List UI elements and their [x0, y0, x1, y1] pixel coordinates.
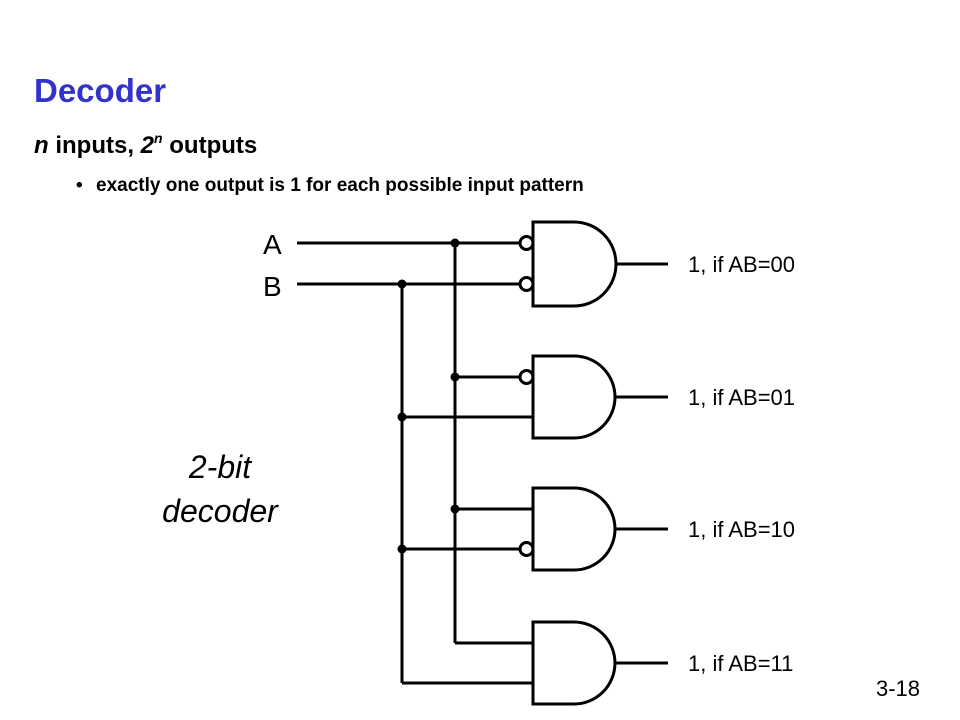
junction-dot-icon: [397, 544, 407, 554]
output-label-11: 1, if AB=11: [688, 651, 793, 676]
inverter-bubble-icon: [518, 235, 535, 251]
junction-dot-icon: [397, 279, 407, 289]
decoder-label-line-1: 2-bit: [188, 449, 252, 485]
subtitle-text-2: outputs: [162, 132, 258, 159]
subtitle-two: 2: [140, 132, 155, 159]
subtitle-n: n: [34, 132, 49, 159]
output-label-01: 1, if AB=01: [688, 385, 795, 410]
and-gate-2: [531, 354, 617, 440]
junction-dot-icon: [450, 504, 460, 514]
slide-title: Decoder: [34, 72, 167, 109]
output-label-10: 1, if AB=10: [688, 517, 795, 542]
bullet-text: exactly one output is 1 for each possibl…: [96, 175, 584, 196]
inverter-bubble-icon: [518, 369, 535, 385]
junction-dot-icon: [397, 412, 407, 422]
and-gate-3: [531, 486, 617, 572]
and-gate-1: [531, 220, 618, 308]
bullet-dot-icon: •: [76, 175, 83, 196]
decoder-label: 2-bit decoder: [140, 445, 300, 533]
page-number: 3-18: [875, 676, 920, 701]
bullet-item: • exactly one output is 1 for each possib…: [76, 175, 584, 197]
subtitle-superscript: n: [154, 130, 163, 146]
inverter-bubble-icon: [518, 276, 535, 292]
input-b-label: B: [263, 271, 282, 302]
and-gate-4: [531, 620, 617, 706]
subtitle-text-1: inputs,: [48, 132, 141, 159]
subtitle: n inputs, 2n outputs: [34, 130, 257, 160]
junction-dot-icon: [450, 372, 460, 382]
junction-dot-icon: [450, 238, 460, 248]
decoder-label-line-2: decoder: [162, 493, 278, 529]
inverter-bubble-icon: [518, 541, 535, 557]
input-a-label: A: [263, 229, 282, 260]
output-label-00: 1, if AB=00: [688, 252, 795, 277]
